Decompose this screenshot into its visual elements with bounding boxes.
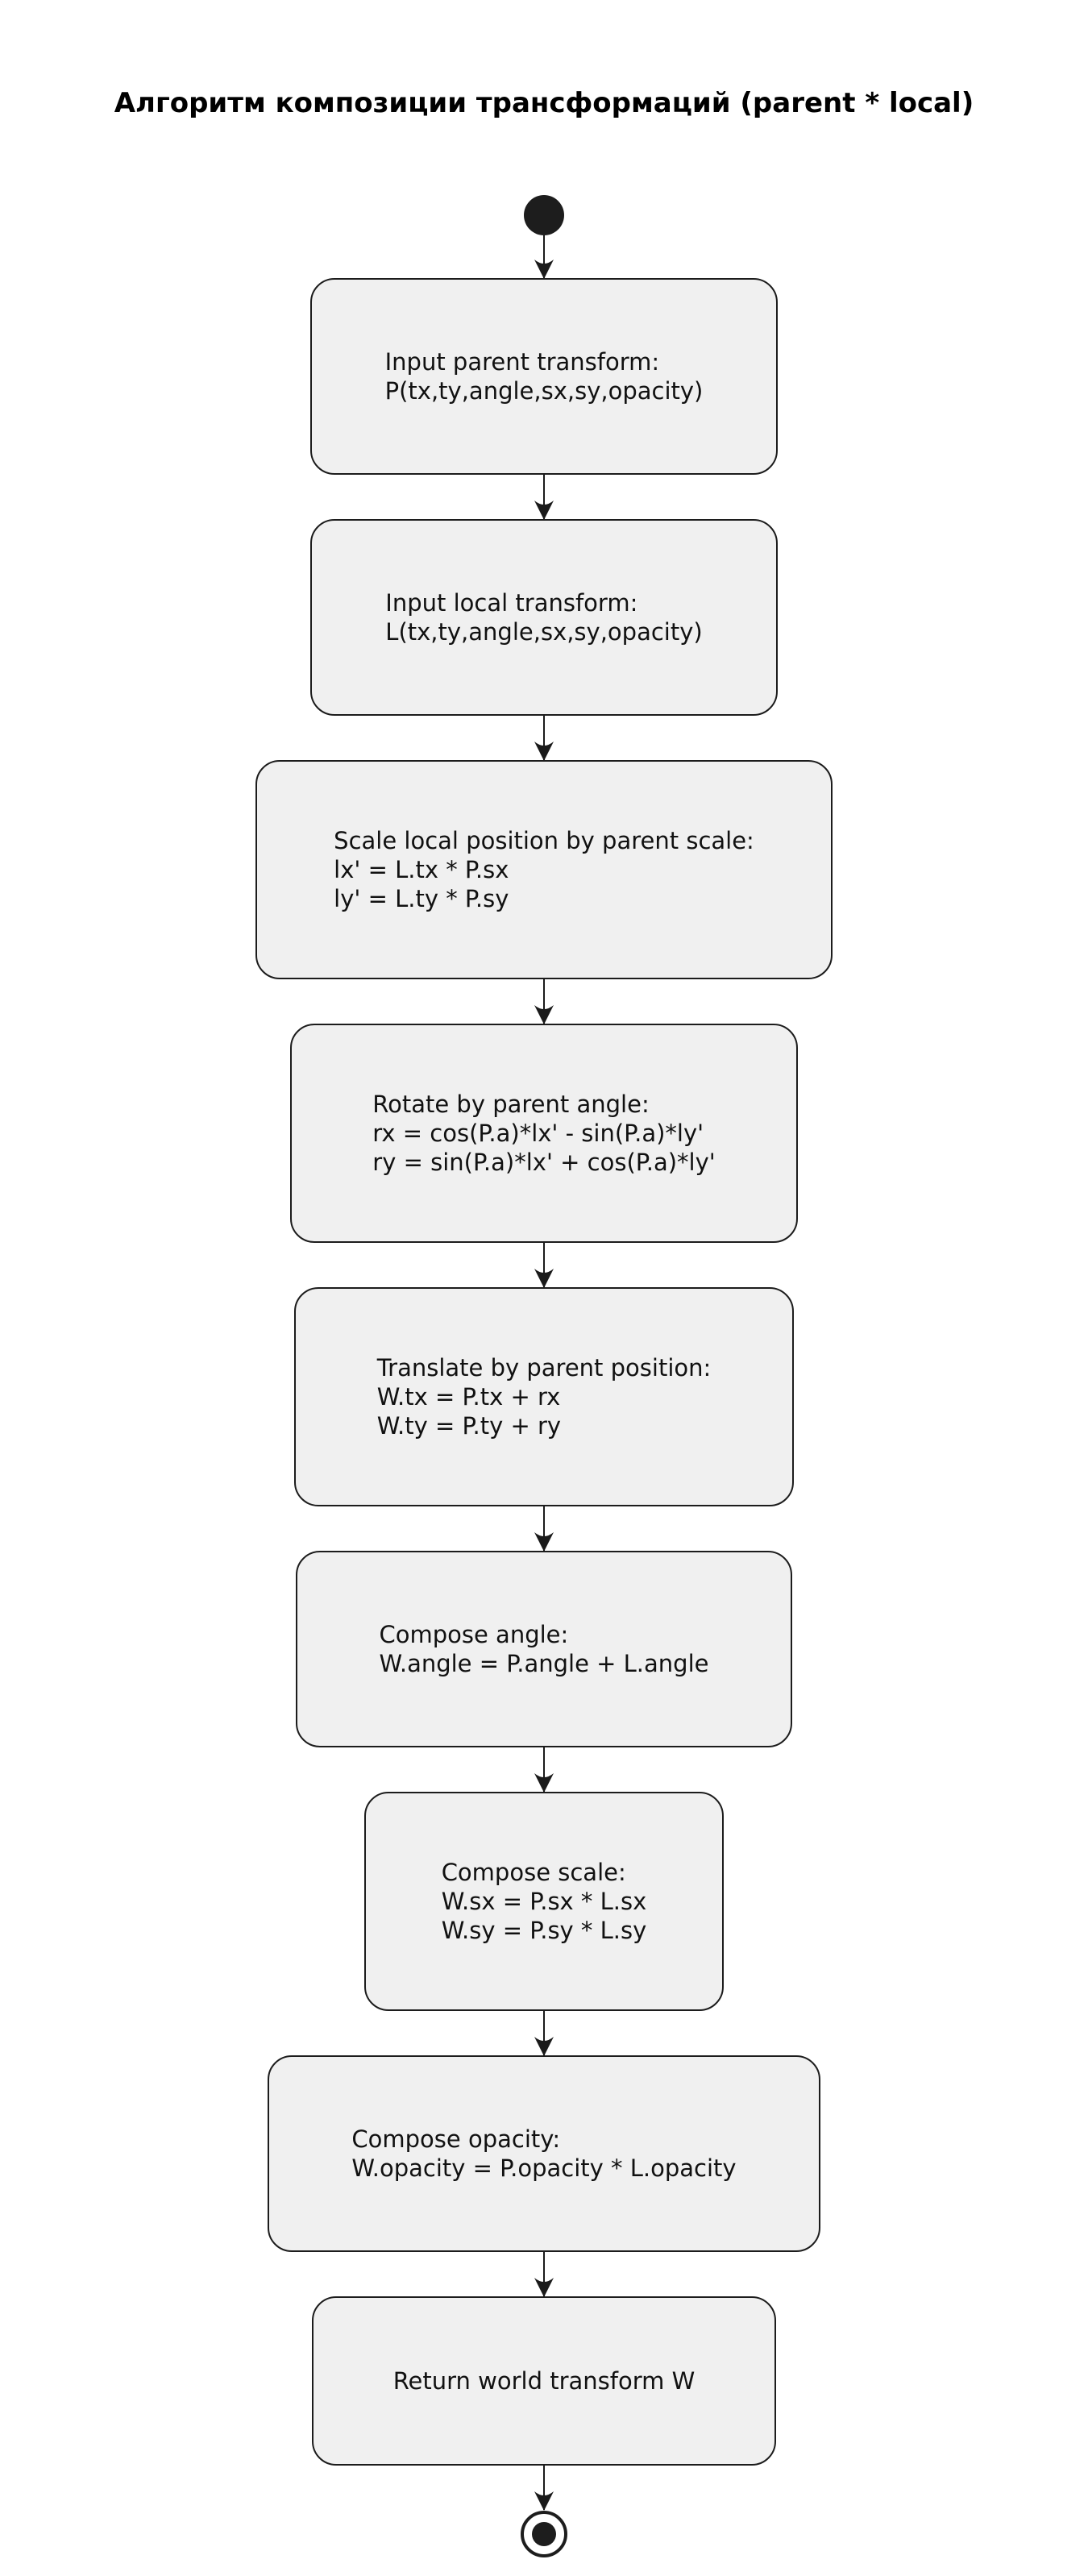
arrowhead-down-icon: [534, 742, 554, 761]
node-text: Compose scale: W.sx = P.sx * L.sx W.sy =…: [442, 1858, 647, 1945]
node-line: P(tx,ty,angle,sx,sy,opacity): [384, 377, 704, 405]
node-line: Compose scale:: [441, 1859, 626, 1886]
flow-arrow: [534, 2252, 554, 2297]
node-line: ly' = L.ty * P.sy: [334, 885, 509, 912]
node-text: Input parent transform: P(tx,ty,angle,sx…: [385, 347, 704, 405]
arrow-shaft: [543, 2252, 545, 2296]
node-line: Rotate by parent angle:: [372, 1091, 650, 1118]
flow-arrow: [534, 1747, 554, 1793]
node-text: Return world transform W: [393, 2366, 696, 2395]
node-line: W.sy = P.sy * L.sy: [441, 1917, 647, 1944]
activity-input-local-transform: Input local transform: L(tx,ty,angle,sx,…: [310, 519, 778, 716]
arrowhead-down-icon: [534, 1005, 554, 1024]
diagram-title: Алгоритм композиции трансформаций (paren…: [114, 87, 974, 119]
node-text: Compose opacity: W.opacity = P.opacity *…: [351, 2125, 736, 2183]
node-line: ry = sin(P.a)*lx' + cos(P.a)*ly': [372, 1149, 716, 1176]
arrow-shaft: [543, 979, 545, 1024]
node-text: Rotate by parent angle: rx = cos(P.a)*lx…: [372, 1090, 715, 1177]
arrow-shaft: [543, 716, 545, 760]
node-line: W.angle = P.angle + L.angle: [379, 1650, 709, 1677]
node-line: L(tx,ty,angle,sx,sy,opacity): [385, 618, 703, 646]
arrowhead-down-icon: [534, 2491, 554, 2511]
flow-arrow: [534, 1243, 554, 1288]
node-line: Input local transform:: [385, 589, 638, 617]
node-text: Compose angle: W.angle = P.angle + L.ang…: [380, 1620, 709, 1678]
flow-arrow: [534, 2011, 554, 2056]
node-line: Compose opacity:: [351, 2125, 561, 2153]
activity-compose-scale: Compose scale: W.sx = P.sx * L.sx W.sy =…: [364, 1792, 724, 2011]
flow-arrow: [534, 1506, 554, 1552]
flow-arrow: [534, 979, 554, 1024]
arrowhead-down-icon: [534, 1269, 554, 1288]
activity-scale-local-position: Scale local position by parent scale: lx…: [255, 760, 833, 979]
arrow-shaft: [543, 235, 545, 278]
node-line: Input parent transform:: [384, 348, 660, 376]
node-line: Return world transform W: [392, 2367, 696, 2395]
activity-rotate-by-parent-angle: Rotate by parent angle: rx = cos(P.a)*lx…: [290, 1024, 798, 1243]
arrowhead-down-icon: [534, 1773, 554, 1793]
node-text: Translate by parent position: W.tx = P.t…: [377, 1353, 712, 1440]
initial-node-icon: [524, 195, 564, 235]
activity-return-world-transform: Return world transform W: [312, 2296, 776, 2466]
node-line: lx' = L.tx * P.sx: [334, 856, 509, 883]
node-line: W.tx = P.tx + rx: [376, 1383, 561, 1411]
flow-arrow: [534, 2466, 554, 2511]
activity-input-parent-transform: Input parent transform: P(tx,ty,angle,sx…: [310, 278, 778, 475]
arrow-shaft: [543, 1506, 545, 1551]
arrow-shaft: [543, 2466, 545, 2510]
final-node-icon: [521, 2511, 567, 2557]
node-line: rx = cos(P.a)*lx' - sin(P.a)*ly': [372, 1120, 704, 1147]
node-line: W.ty = P.ty + ry: [376, 1412, 562, 1440]
arrow-shaft: [543, 1747, 545, 1792]
arrowhead-down-icon: [534, 501, 554, 520]
node-line: W.opacity = P.opacity * L.opacity: [351, 2154, 737, 2182]
node-line: Compose angle:: [379, 1621, 569, 1648]
arrowhead-down-icon: [534, 2278, 554, 2297]
activity-compose-opacity: Compose opacity: W.opacity = P.opacity *…: [268, 2055, 820, 2252]
node-line: Scale local position by parent scale:: [334, 827, 754, 854]
flow-arrow: [534, 235, 554, 279]
node-line: Translate by parent position:: [376, 1354, 712, 1381]
activity-compose-angle: Compose angle: W.angle = P.angle + L.ang…: [296, 1551, 792, 1747]
arrow-shaft: [543, 1243, 545, 1287]
flow-arrow: [534, 475, 554, 520]
arrowhead-down-icon: [534, 1532, 554, 1552]
node-text: Scale local position by parent scale: lx…: [334, 826, 754, 913]
flow-arrow: [534, 716, 554, 761]
arrowhead-down-icon: [534, 2037, 554, 2056]
arrowhead-down-icon: [534, 260, 554, 279]
final-node-inner-dot: [532, 2522, 556, 2546]
arrow-shaft: [543, 475, 545, 519]
arrow-shaft: [543, 2011, 545, 2055]
activity-translate-by-parent-position: Translate by parent position: W.tx = P.t…: [294, 1287, 794, 1506]
node-line: W.sx = P.sx * L.sx: [441, 1888, 647, 1915]
node-text: Input local transform: L(tx,ty,angle,sx,…: [385, 588, 702, 646]
